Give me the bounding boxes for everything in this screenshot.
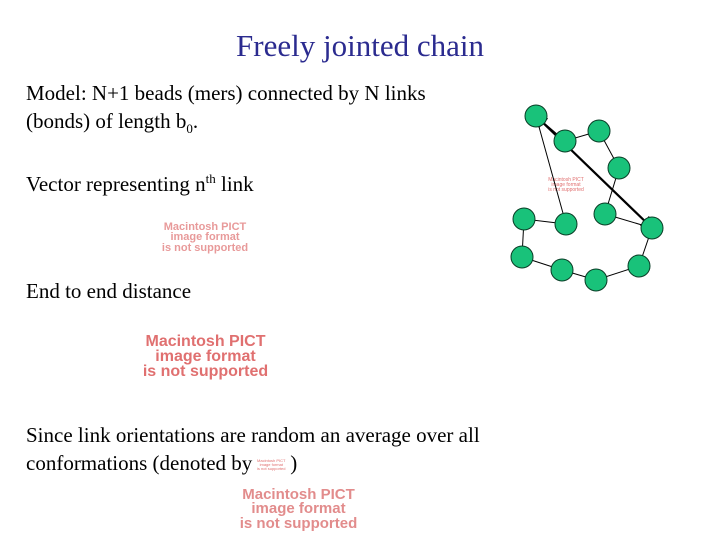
bead: [554, 212, 578, 236]
bead: [584, 268, 608, 292]
bead: [593, 202, 617, 226]
end-to-end-vector: [534, 114, 654, 230]
vector-line-text: Vector representing n: [26, 172, 206, 196]
placeholder-line-1: Macintosh PICT: [257, 458, 286, 464]
placeholder-line-1: Macintosh PICT: [163, 221, 247, 233]
bead: [627, 254, 651, 278]
vector-line-superscript: th: [205, 171, 216, 186]
model-line-1: Model: N+1 beads (mers) connected by N l…: [26, 81, 426, 105]
model-line-2-text: (bonds) of length b: [26, 109, 187, 133]
model-line-2-suffix: .: [192, 109, 199, 133]
average-equation-placeholder: Macintosh PICT image format is not suppo…: [206, 486, 391, 532]
bead: [550, 258, 574, 282]
placeholder-line-3: is not supported: [142, 363, 269, 381]
vector-equation-placeholder: Macintosh PICT image format is not suppo…: [150, 221, 260, 254]
placeholder-line-2: image format: [251, 500, 346, 518]
end-to-end-label: End to end distance: [26, 279, 192, 303]
placeholder-line-2: image format: [155, 348, 256, 366]
placeholder-line-3: is not supported: [257, 466, 286, 472]
since-line-2-suffix: ): [290, 451, 298, 475]
bead: [607, 156, 631, 180]
placeholder-line-1: Macintosh PICT: [242, 486, 355, 503]
placeholder-line-3: is not supported: [239, 514, 358, 532]
vector-line: Vector representing nth link: [26, 166, 254, 197]
bead: [512, 207, 536, 231]
slide-title: Freely jointed chain: [236, 28, 484, 63]
placeholder-line-2: image format: [259, 462, 283, 468]
bead: [510, 245, 534, 269]
since-line-2-text: conformations (denoted by: [26, 451, 253, 475]
bead: [587, 119, 611, 143]
bead: [553, 129, 577, 153]
placeholder-line-2: image format: [170, 231, 240, 244]
model-line-2: (bonds) of length b0.: [26, 108, 198, 142]
chain-links: [521, 115, 653, 281]
since-line-1: Since link orientations are random an av…: [26, 423, 480, 447]
placeholder-line-1: Macintosh PICT: [145, 333, 266, 350]
vector-line-suffix: link: [215, 172, 254, 196]
model-line-2-subscript: 0: [186, 121, 193, 137]
bead: [640, 216, 664, 240]
chain-beads: [510, 104, 664, 292]
placeholder-line-3: is not supported: [161, 241, 249, 254]
end-to-end-equation-placeholder: Macintosh PICT image format is not suppo…: [118, 333, 293, 381]
bead: [524, 104, 548, 128]
